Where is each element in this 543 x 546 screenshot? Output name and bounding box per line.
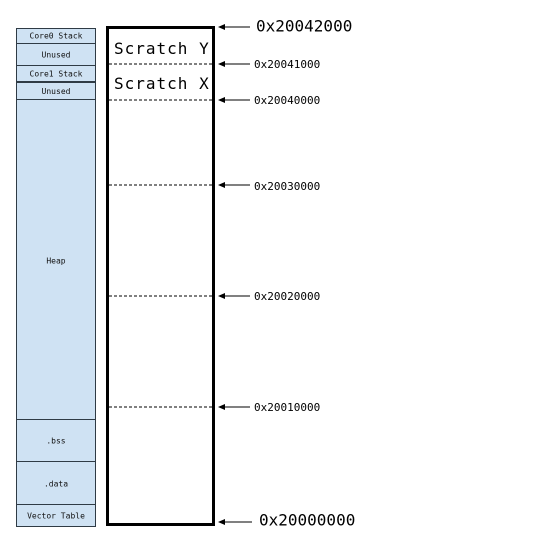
scratch-y-label: Scratch Y <box>114 39 210 58</box>
address-marker-top: 0x20042000 <box>218 17 352 36</box>
address-marker-30000: 0x20030000 <box>218 180 320 193</box>
segment-label: .bss <box>46 437 65 446</box>
memory-layout-column: Core0 Stack Unused Core1 Stack Unused He… <box>16 28 96 527</box>
address-label: 0x20000000 <box>259 511 355 530</box>
address-label: 0x20020000 <box>254 290 320 303</box>
arrow-left-icon <box>218 24 225 30</box>
address-label: 0x20042000 <box>256 17 352 36</box>
arrow-left-icon <box>218 61 225 67</box>
segment-label: .data <box>44 480 68 489</box>
segment-heap: Heap <box>16 99 96 420</box>
ram-block <box>106 26 215 526</box>
segment-label: Unused <box>42 51 71 60</box>
address-label: 0x20030000 <box>254 180 320 193</box>
address-marker-base: 0x20000000 <box>218 511 355 530</box>
address-marker-20000: 0x20020000 <box>218 290 320 303</box>
arrow-left-icon <box>218 293 225 299</box>
address-label: 0x20040000 <box>254 94 320 107</box>
segment-unused: Unused <box>16 43 96 66</box>
segment-vector-table: Vector Table <box>16 504 96 527</box>
segment-data: .data <box>16 461 96 505</box>
address-marker-scratch-x: 0x20040000 <box>218 94 320 107</box>
segment-label: Unused <box>42 87 71 96</box>
arrow-left-icon <box>218 404 225 410</box>
scratch-x-label: Scratch X <box>114 74 210 93</box>
arrow-left-icon <box>218 97 225 103</box>
segment-core1-stack: Core1 Stack <box>16 65 96 82</box>
arrow-left-icon <box>218 519 225 525</box>
segment-unused: Unused <box>16 82 96 100</box>
segment-label: Core0 Stack <box>30 32 83 41</box>
segment-bss: .bss <box>16 419 96 462</box>
address-label: 0x20010000 <box>254 401 320 414</box>
segment-core0-stack: Core0 Stack <box>16 28 96 44</box>
segment-label: Heap <box>46 257 65 266</box>
address-marker-scratch-y: 0x20041000 <box>218 58 320 71</box>
segment-label: Core1 Stack <box>30 70 83 79</box>
arrow-left-icon <box>218 182 225 188</box>
address-marker-10000: 0x20010000 <box>218 401 320 414</box>
segment-label: Vector Table <box>27 512 85 521</box>
address-label: 0x20041000 <box>254 58 320 71</box>
